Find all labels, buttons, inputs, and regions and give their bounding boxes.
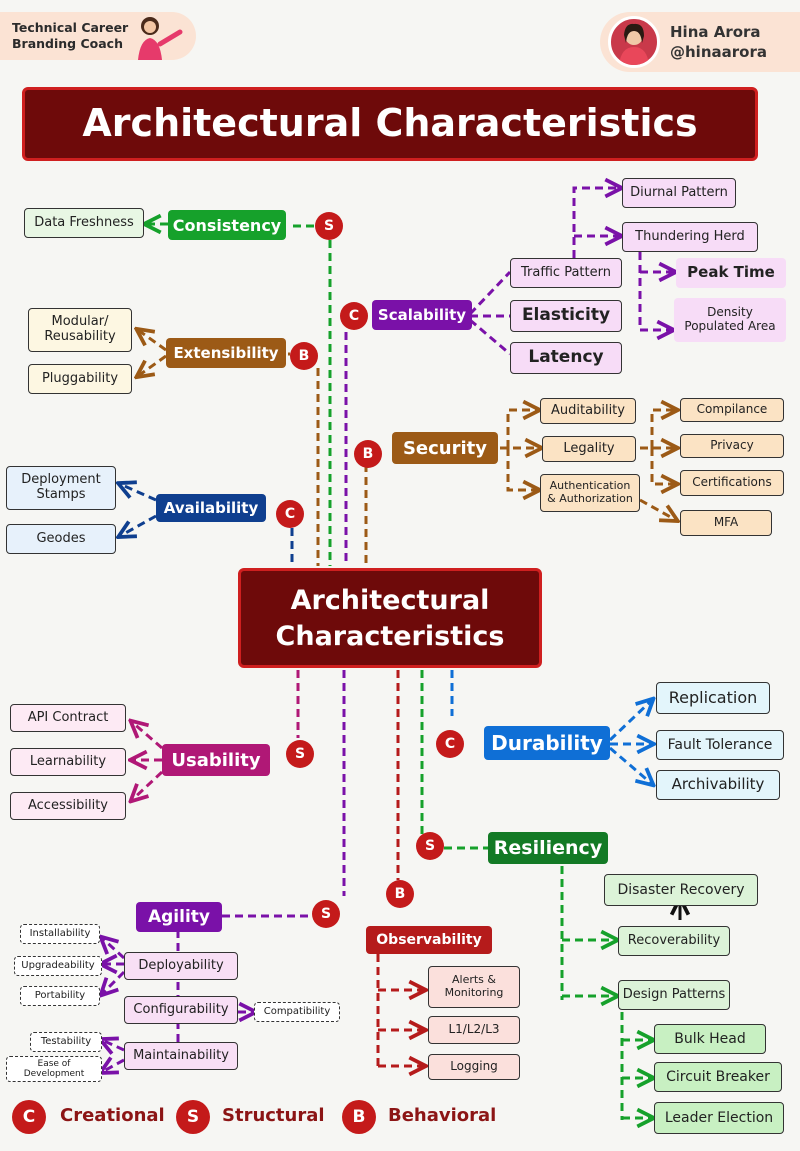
structural-badge: S xyxy=(312,900,340,928)
data-freshness-node: Data Freshness xyxy=(24,208,144,238)
deployability-node: Deployability xyxy=(124,952,238,980)
legend-behavioral: Behavioral xyxy=(388,1105,497,1126)
coach-title: Technical Career Branding Coach xyxy=(12,20,129,51)
mfa-node: MFA xyxy=(680,510,772,536)
availability-node: Availability xyxy=(156,494,266,522)
peak-time-node: Peak Time xyxy=(676,258,786,288)
consistency-node: Consistency xyxy=(168,210,286,240)
latency-node: Latency xyxy=(510,342,622,374)
banner-title: Architectural Characteristics xyxy=(22,87,758,161)
behavioral-badge: B xyxy=(354,440,382,468)
structural-badge: S xyxy=(416,832,444,860)
disaster-recovery-node: Disaster Recovery xyxy=(604,874,758,906)
behavioral-badge: B xyxy=(386,880,414,908)
compilance-node: Compilance xyxy=(680,398,784,422)
thundering-herd-node: Thundering Herd xyxy=(622,222,758,252)
upgradeability-node: Upgradeability xyxy=(14,956,102,976)
creational-badge: C xyxy=(276,500,304,528)
extensibility-node: Extensibility xyxy=(166,338,286,368)
installability-node: Installability xyxy=(20,924,100,944)
ease-of-development-node: Ease of Development xyxy=(6,1056,102,1082)
privacy-node: Privacy xyxy=(680,434,784,458)
compatibility-node: Compatibility xyxy=(254,1002,340,1022)
bulk-head-node: Bulk Head xyxy=(654,1024,766,1054)
circuit-breaker-node: Circuit Breaker xyxy=(654,1062,782,1092)
agility-node: Agility xyxy=(136,902,222,932)
density-populated-area-node: Density Populated Area xyxy=(674,298,786,342)
recoverability-node: Recoverability xyxy=(618,926,730,956)
certifications-node: Certifications xyxy=(680,470,784,496)
elasticity-node: Elasticity xyxy=(510,300,622,332)
l1-l2-l3-node: L1/L2/L3 xyxy=(428,1016,520,1044)
portability-node: Portability xyxy=(20,986,100,1006)
leader-election-node: Leader Election xyxy=(654,1102,784,1134)
traffic-pattern-node: Traffic Pattern xyxy=(510,258,622,288)
security-node: Security xyxy=(392,432,498,464)
design-patterns-node: Design Patterns xyxy=(618,980,730,1010)
maintainability-node: Maintainability xyxy=(124,1042,238,1070)
coach-illustration xyxy=(138,17,183,60)
durability-node: Durability xyxy=(484,726,610,760)
pluggability-node: Pluggability xyxy=(28,364,132,394)
replication-node: Replication xyxy=(656,682,770,714)
api-contract-node: API Contract xyxy=(10,704,126,732)
resiliency-node: Resiliency xyxy=(488,832,608,864)
coach-badge: Technical Career Branding Coach xyxy=(0,12,196,60)
legend-structural: Structural xyxy=(222,1105,325,1126)
deployment-stamps-node: Deployment Stamps xyxy=(6,466,116,510)
structural-badge: S xyxy=(286,740,314,768)
modular-reusability-node: Modular/ Reusability xyxy=(28,308,132,352)
legend-behavioral-badge: B xyxy=(342,1100,376,1134)
structural-badge: S xyxy=(315,212,343,240)
author-handle: @hinaarora xyxy=(670,43,767,61)
learnability-node: Learnability xyxy=(10,748,126,776)
author-avatar xyxy=(608,16,660,68)
auditability-node: Auditability xyxy=(540,398,636,424)
accessibility-node: Accessibility xyxy=(10,792,126,820)
fault-tolerance-node: Fault Tolerance xyxy=(656,730,784,760)
author-name: Hina Arora xyxy=(670,23,761,41)
usability-node: Usability xyxy=(162,744,270,776)
logging-node: Logging xyxy=(428,1054,520,1080)
archivability-node: Archivability xyxy=(656,770,780,800)
behavioral-badge: B xyxy=(290,342,318,370)
scalability-node: Scalability xyxy=(372,300,472,330)
alerts-monitoring-node: Alerts & Monitoring xyxy=(428,966,520,1008)
diurnal-pattern-node: Diurnal Pattern xyxy=(622,178,736,208)
legend-creational-badge: C xyxy=(12,1100,46,1134)
testability-node: Testability xyxy=(30,1032,102,1052)
center-title: Architectural Characteristics xyxy=(238,568,542,668)
legend-creational: Creational xyxy=(60,1105,165,1126)
observability-node: Observability xyxy=(366,926,492,954)
legend-structural-badge: S xyxy=(176,1100,210,1134)
configurability-node: Configurability xyxy=(124,996,238,1024)
authentication-authorization-node: Authentication & Authorization xyxy=(540,474,640,512)
creational-badge: C xyxy=(436,730,464,758)
geodes-node: Geodes xyxy=(6,524,116,554)
legality-node: Legality xyxy=(542,436,636,462)
creational-badge: C xyxy=(340,302,368,330)
